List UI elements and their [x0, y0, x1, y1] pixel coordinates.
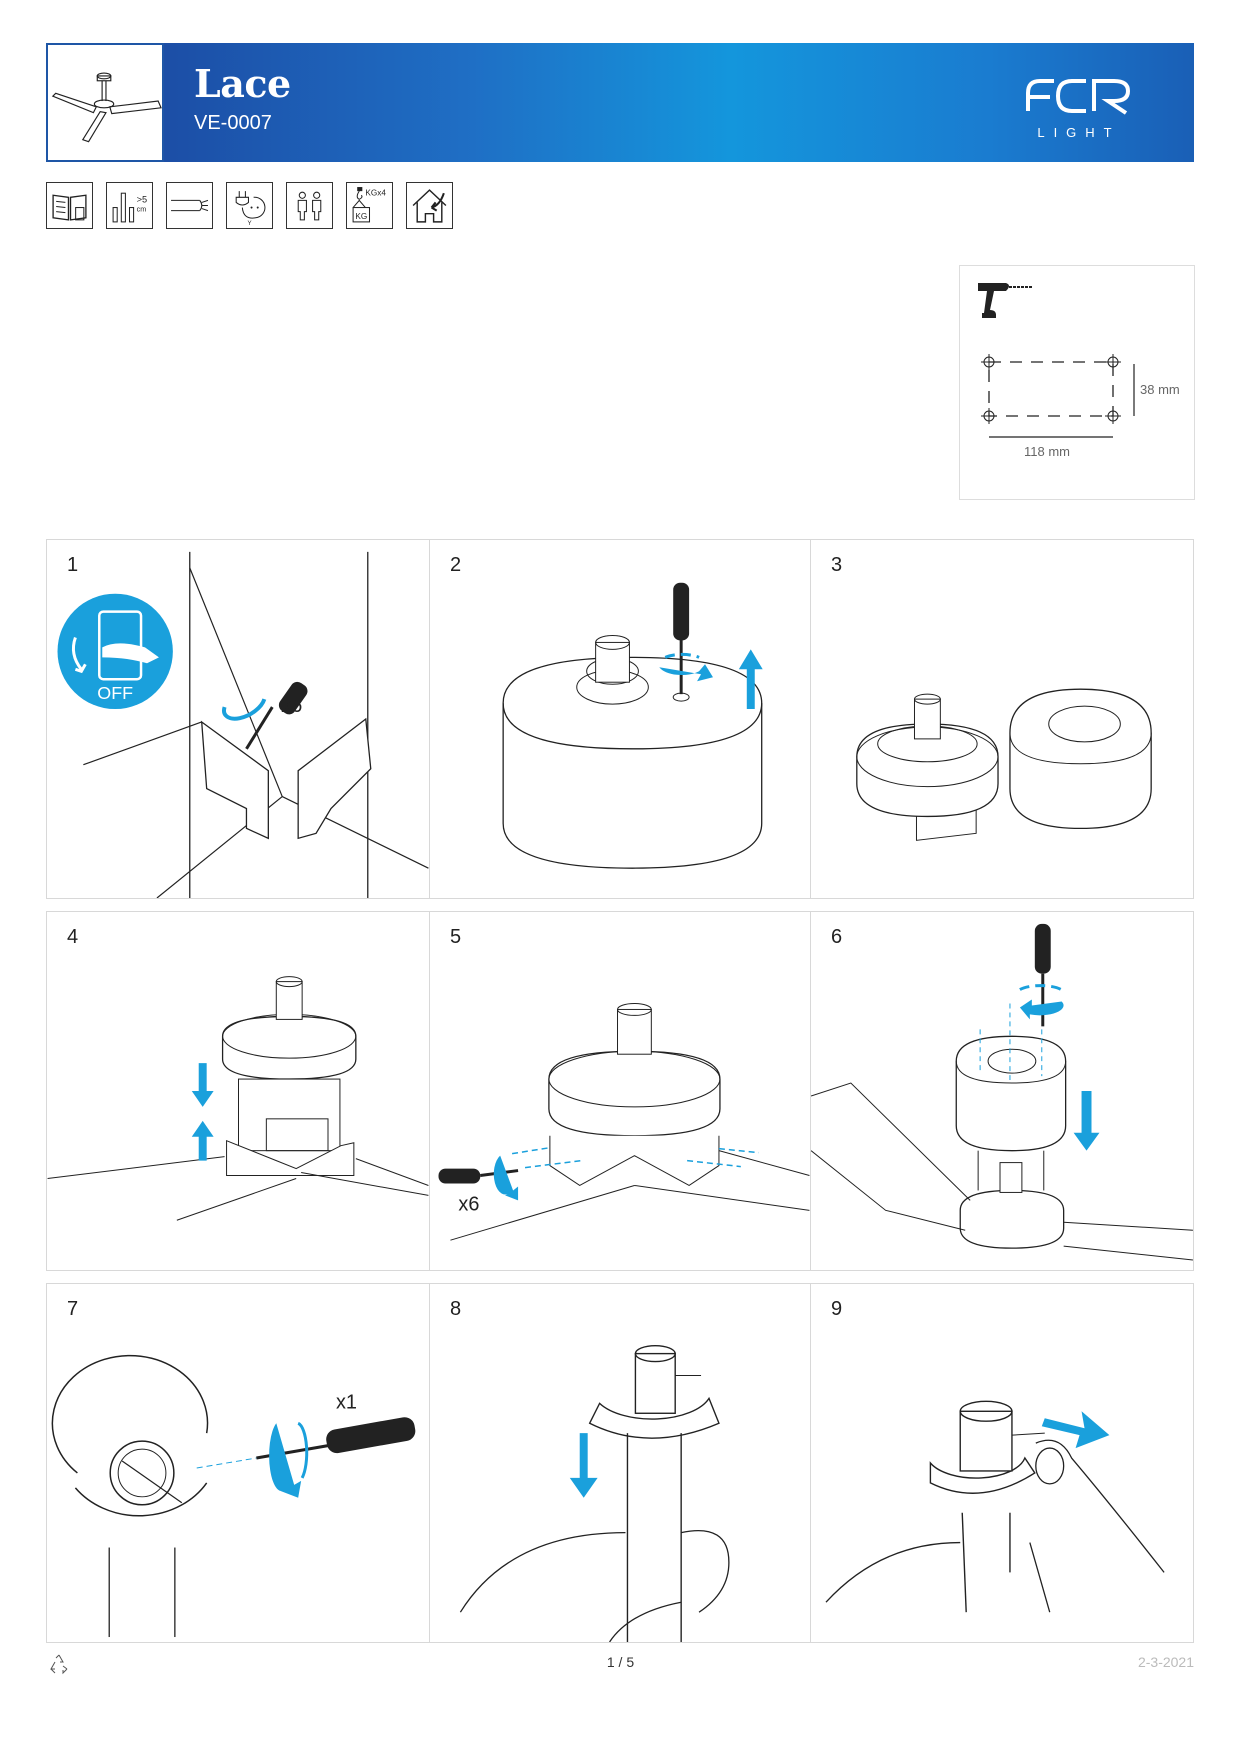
svg-text:LIGHT: LIGHT: [1037, 125, 1120, 140]
mounting-hole-pattern: [981, 354, 1135, 438]
height-dimension: 38 mm: [1140, 382, 1180, 397]
step-5-illustration: x6: [438, 1002, 810, 1241]
svg-text:Y: Y: [247, 220, 251, 226]
steps-row-3: 7 x1 8: [46, 1283, 1194, 1643]
page-number: 1 / 5: [606, 1654, 635, 1670]
steps-row-1: 1 OFF x6: [46, 539, 1194, 899]
step-4-illustration: [47, 976, 429, 1221]
document-date: 2-3-2021: [1137, 1654, 1194, 1670]
drill-icon: [978, 283, 1033, 318]
drilling-template: 118 mm 38 mm: [959, 265, 1195, 500]
step-number: 6: [831, 926, 843, 948]
step-6-illustration: [811, 923, 1193, 1261]
step-8: 8: [430, 1284, 811, 1642]
title-banner: Lace VE-0007 LIGHT: [164, 43, 1194, 162]
step-number: 9: [831, 1298, 843, 1320]
svg-text:OFF: OFF: [97, 683, 133, 703]
ceiling-fan-icon: [51, 72, 162, 143]
product-thumbnail: [46, 43, 164, 162]
step-number: 2: [450, 554, 462, 576]
step-2-illustration: [502, 582, 763, 869]
step-number: 3: [831, 554, 843, 576]
steps-row-2: 4 5: [46, 911, 1194, 1271]
svg-text:x1: x1: [336, 1391, 357, 1413]
step-1: 1 OFF x6: [47, 540, 430, 898]
step-number: 5: [450, 926, 462, 948]
step-9: 9: [811, 1284, 1193, 1642]
step-5: 5 x6: [430, 912, 811, 1270]
two-persons-icon: [286, 182, 333, 229]
model-code: VE-0007: [194, 112, 272, 134]
width-dimension: 118 mm: [1024, 444, 1070, 459]
step-9-illustration: [825, 1400, 1165, 1613]
step-7: 7 x1: [47, 1284, 430, 1642]
step-number: 8: [450, 1298, 462, 1320]
step-1-illustration: OFF x6: [57, 551, 429, 898]
recycle-icon: [50, 1654, 68, 1675]
svg-text:x6: x6: [281, 695, 302, 717]
step-number: 4: [67, 926, 79, 948]
power-off-icon: OFF: [57, 593, 173, 710]
step-2: 2: [430, 540, 811, 898]
forlight-logo: LIGHT: [1026, 79, 1131, 140]
step-number: 1: [67, 554, 79, 576]
svg-text:KGx4: KGx4: [365, 188, 386, 197]
step-8-illustration: [459, 1344, 730, 1642]
instruction-steps-grid: 1 OFF x6: [46, 539, 1194, 1655]
cable-icon: [166, 182, 213, 229]
svg-text:>5: >5: [137, 194, 148, 204]
indoor-use-icon: [406, 182, 453, 229]
step-3-illustration: [856, 688, 1152, 841]
header: Lace VE-0007 LIGHT: [46, 43, 1194, 162]
step-4: 4: [47, 912, 430, 1270]
read-manual-icon: [46, 182, 93, 229]
product-name: Lace: [194, 61, 291, 106]
step-number: 7: [67, 1298, 79, 1320]
clearance-icon: >5 cm: [106, 182, 153, 229]
svg-text:x6: x6: [458, 1193, 479, 1215]
svg-text:cm: cm: [137, 206, 147, 214]
step-6: 6: [811, 912, 1193, 1270]
svg-text:KG: KG: [355, 212, 367, 221]
step-7-illustration: x1: [51, 1354, 416, 1638]
step-3: 3: [811, 540, 1193, 898]
plug-earth-icon: Y: [226, 182, 273, 229]
